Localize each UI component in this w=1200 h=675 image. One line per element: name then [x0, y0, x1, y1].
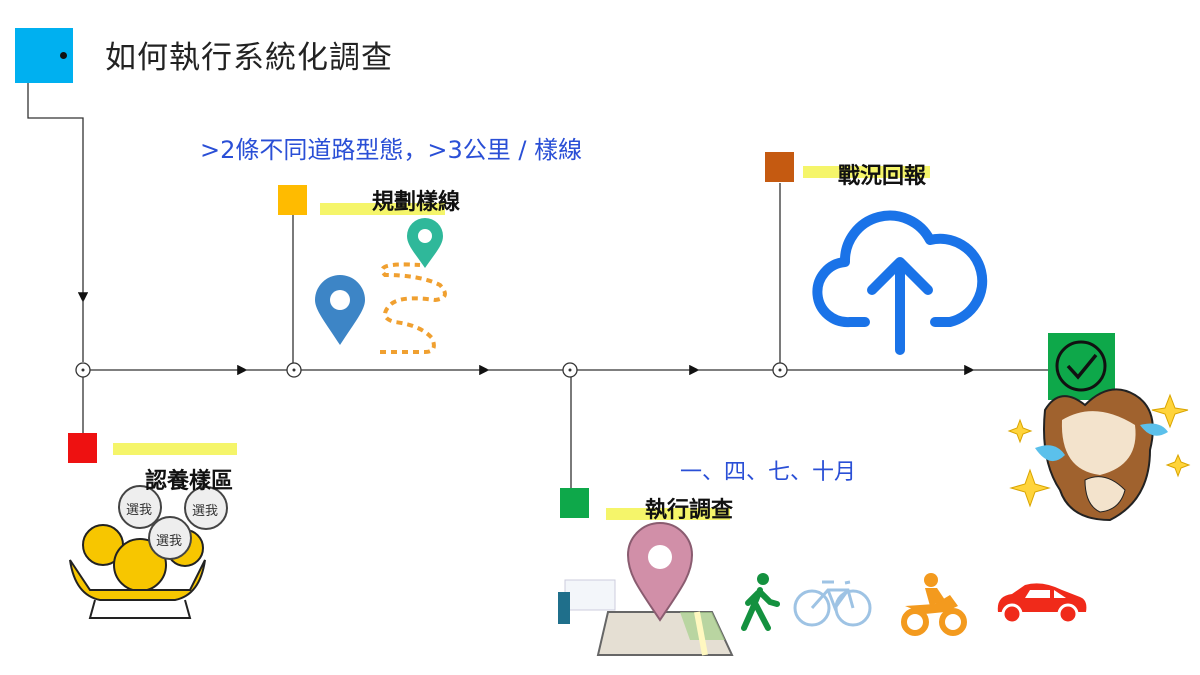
route-requirement-note: >2條不同道路型態，>3公里 / 樣線: [200, 136, 583, 164]
survey-map-illustration: [558, 522, 734, 656]
step-label-plan: 規劃樣線: [372, 190, 461, 215]
step-marker-plan: [278, 185, 307, 215]
step-label-report: 戰況回報: [838, 164, 927, 189]
cloud-upload-icon: [812, 210, 988, 355]
bullet-dot: [60, 52, 67, 59]
pick-me-badge: 選我: [156, 534, 183, 549]
step-marker-survey: [560, 488, 589, 518]
highlight-bar: [606, 508, 730, 520]
title-bullet-box: [15, 28, 73, 83]
check-icon: [1048, 333, 1115, 400]
car-icon: [997, 583, 1087, 625]
highlight-bar: [803, 166, 930, 178]
highlight-bar: [320, 203, 445, 215]
pick-me-badge: 選我: [192, 504, 219, 519]
step-label-adopt: 認養樣區: [145, 469, 234, 494]
pick-me-badge: 選我: [126, 503, 153, 518]
celebrating-cat-illustration: [1007, 388, 1191, 522]
crowd-volunteer-illustration: [69, 485, 228, 619]
highlight-bar: [113, 443, 237, 455]
connector-line: [27, 83, 1048, 490]
step-label-survey: 執行調查: [645, 498, 734, 523]
bicycle-icon: [793, 580, 872, 627]
route-icon: [315, 218, 447, 354]
survey-months-note: 一、四、七、十月: [680, 460, 857, 485]
step-marker-report: [765, 152, 794, 182]
walking-icon: [741, 573, 780, 631]
motorcycle-icon: [901, 573, 967, 636]
page-title: 如何執行系統化調查: [105, 40, 393, 76]
step-marker-adopt: [68, 433, 97, 463]
